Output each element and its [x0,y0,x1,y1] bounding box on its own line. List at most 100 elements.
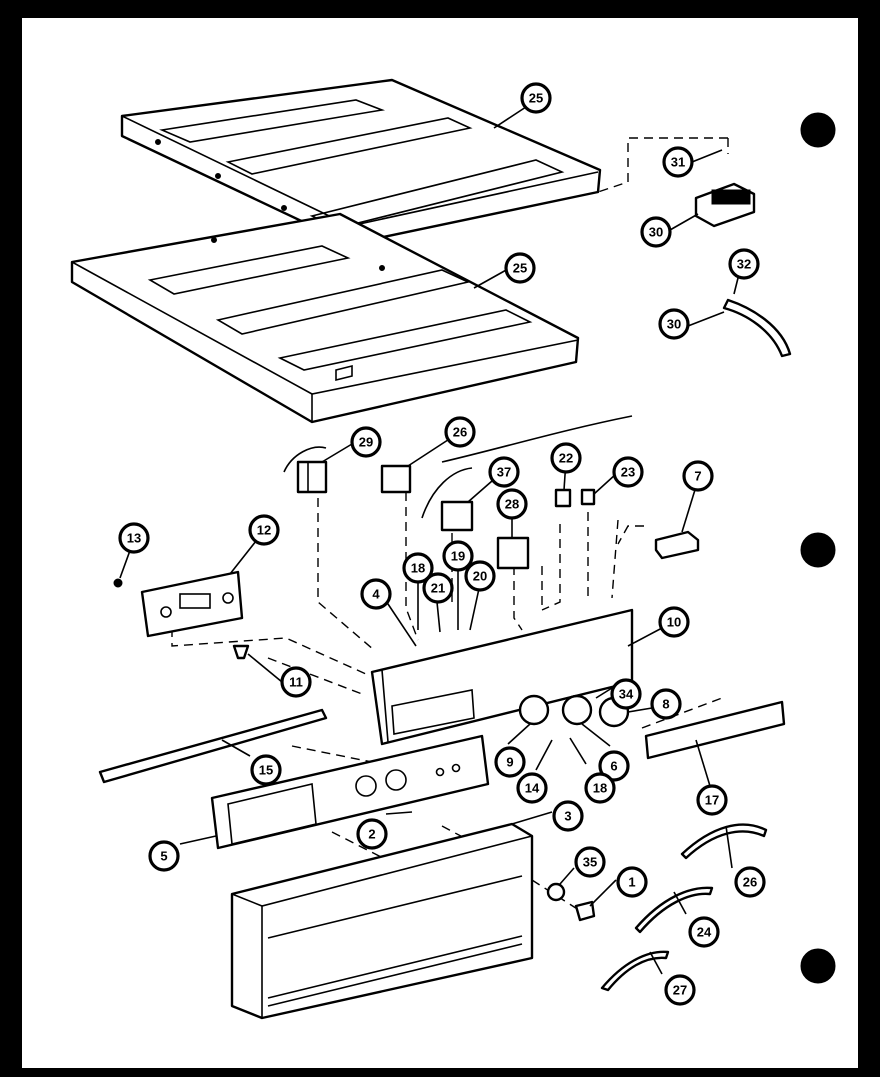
wire-harness-line [441,415,633,463]
callout-2: 2 [356,818,388,850]
callout-label: 1 [628,875,635,890]
callout-14: 14 [516,772,548,804]
front-trim-panel [210,734,490,850]
callout-32: 32 [728,248,760,280]
terminal-7 [654,530,700,560]
control-panel-bracket [370,608,634,746]
callout-26-wire: 26 [734,866,766,898]
knob-6 [561,694,593,726]
callout-label: 30 [667,317,681,332]
callout-label: 27 [673,983,687,998]
callout-31: 31 [662,146,694,178]
switch-assembly-37 [421,467,474,532]
callout-label: 34 [619,687,634,702]
callout-4: 4 [360,578,392,610]
callout-label: 19 [451,549,465,564]
callout-24: 24 [688,916,720,948]
binder-hole-middle [800,532,836,568]
callout-label: 17 [705,793,719,808]
mounting-strip-15 [98,708,328,784]
callout-label: 2 [368,827,375,842]
top-panel-lower [70,212,580,424]
callout-3: 3 [552,800,584,832]
callout-19: 19 [442,540,474,572]
callout-label: 28 [505,497,519,512]
callout-label: 18 [593,781,607,796]
callout-29: 29 [350,426,382,458]
binder-hole-top [800,112,836,148]
callout-23: 23 [612,456,644,488]
callout-label: 11 [289,675,303,690]
indicator-plate [140,570,244,638]
callout-label: 3 [564,809,571,824]
clip-1 [574,900,596,922]
callout-label: 9 [506,755,513,770]
callout-label: 29 [359,435,373,450]
callout-label: 25 [529,91,543,106]
callout-label: 26 [453,425,467,440]
switch-assembly-29 [283,446,328,494]
callout-label: 21 [431,581,445,596]
callout-label: 31 [671,155,685,170]
switch-assembly-26 [380,464,412,494]
callout-8: 8 [650,688,682,720]
wire-24 [634,886,714,934]
callout-22: 22 [550,442,582,474]
callout-25-lower: 25 [504,252,536,284]
callout-12: 12 [248,514,280,546]
callout-10: 10 [658,606,690,638]
callout-label: 24 [697,925,712,940]
callout-label: 15 [259,763,273,778]
callout-label: 35 [583,855,597,870]
wire-26 [680,823,768,860]
callout-34: 34 [610,678,642,710]
callout-label: 26 [743,875,757,890]
screw-11 [232,644,250,660]
callout-1: 1 [616,866,648,898]
screw-13 [113,578,123,588]
callout-label: 37 [497,465,511,480]
callout-label: 4 [372,587,380,602]
callout-13: 13 [118,522,150,554]
switch-23 [580,488,596,506]
callout-label: 13 [127,531,141,546]
wire-sleeve [722,298,792,358]
callout-30-sleeve: 30 [658,308,690,340]
callout-35: 35 [574,846,606,878]
callout-label: 6 [610,759,617,774]
callout-21: 21 [422,572,454,604]
callout-28: 28 [496,488,528,520]
callout-label: 25 [513,261,527,276]
callout-label: 5 [160,849,167,864]
binder-hole-bottom [800,948,836,984]
switch-22 [554,488,572,508]
callout-label: 32 [737,257,751,272]
callout-20: 20 [464,560,496,592]
callout-label: 22 [559,451,573,466]
side-rail-17 [644,700,786,760]
callout-label: 20 [473,569,487,584]
wire-27 [600,950,670,992]
knob-9 [518,694,550,726]
terminal-block [694,182,756,228]
callout-27: 27 [664,974,696,1006]
callout-label: 8 [662,697,669,712]
callout-label: 23 [621,465,635,480]
callout-label: 7 [694,469,701,484]
callout-30-block: 30 [640,216,672,248]
callout-17: 17 [696,784,728,816]
callout-label: 14 [525,781,540,796]
callout-25-upper: 25 [520,82,552,114]
parts-diagram-sheet: 25 25 31 30 32 30 29 26 37 22 23 7 28 13… [22,18,858,1068]
exploded-parts-diagram: 25 25 31 30 32 30 29 26 37 22 23 7 28 13… [70,78,836,1020]
callout-label: 12 [257,523,271,538]
callout-37: 37 [488,456,520,488]
callout-9: 9 [494,746,526,778]
callout-26: 26 [444,416,476,448]
relay-28 [496,536,530,570]
top-panel-upper [120,78,602,246]
front-housing-3 [230,822,534,1020]
callout-label: 10 [667,615,681,630]
callout-18-lower: 18 [584,772,616,804]
knob-35 [546,882,566,902]
